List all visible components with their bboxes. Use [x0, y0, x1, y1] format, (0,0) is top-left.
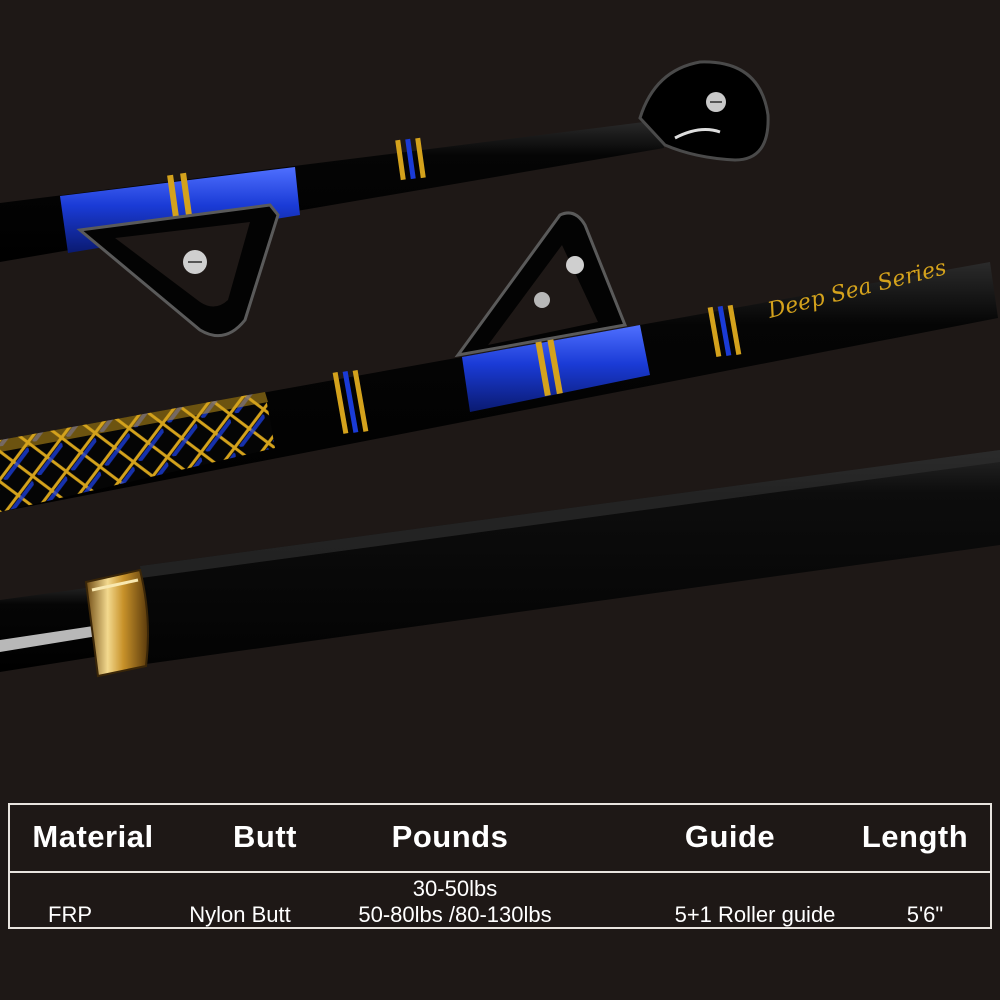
value-pounds-line1: 30-50lbs	[412, 876, 498, 901]
value-guide: 5+1 Roller guide	[674, 902, 836, 927]
value-pounds-line2: 50-80lbs /80-130lbs	[358, 902, 552, 927]
rod-butt-section	[0, 450, 1000, 672]
roller-guide-1	[76, 203, 280, 338]
header-guide: Guide	[684, 819, 776, 854]
value-material: FRP	[48, 902, 92, 927]
tip-roller-guide	[638, 60, 770, 162]
value-length: 5'6"	[906, 902, 944, 927]
spec-header-row: Material Butt Pounds Guide Length	[10, 805, 990, 873]
value-butt: Nylon Butt	[189, 902, 291, 927]
roller-guide-2	[454, 211, 628, 358]
rod-mid-section: Deep Sea Series	[0, 255, 998, 512]
gold-butt-collar	[84, 568, 149, 678]
product-photo: Deep Sea Series	[0, 60, 1000, 678]
spec-table: Material Butt Pounds Guide Length FRP Ny…	[8, 803, 992, 929]
header-pounds: Pounds	[391, 819, 509, 854]
header-butt: Butt	[233, 819, 297, 854]
header-material: Material	[32, 819, 154, 854]
header-length: Length	[861, 819, 969, 854]
